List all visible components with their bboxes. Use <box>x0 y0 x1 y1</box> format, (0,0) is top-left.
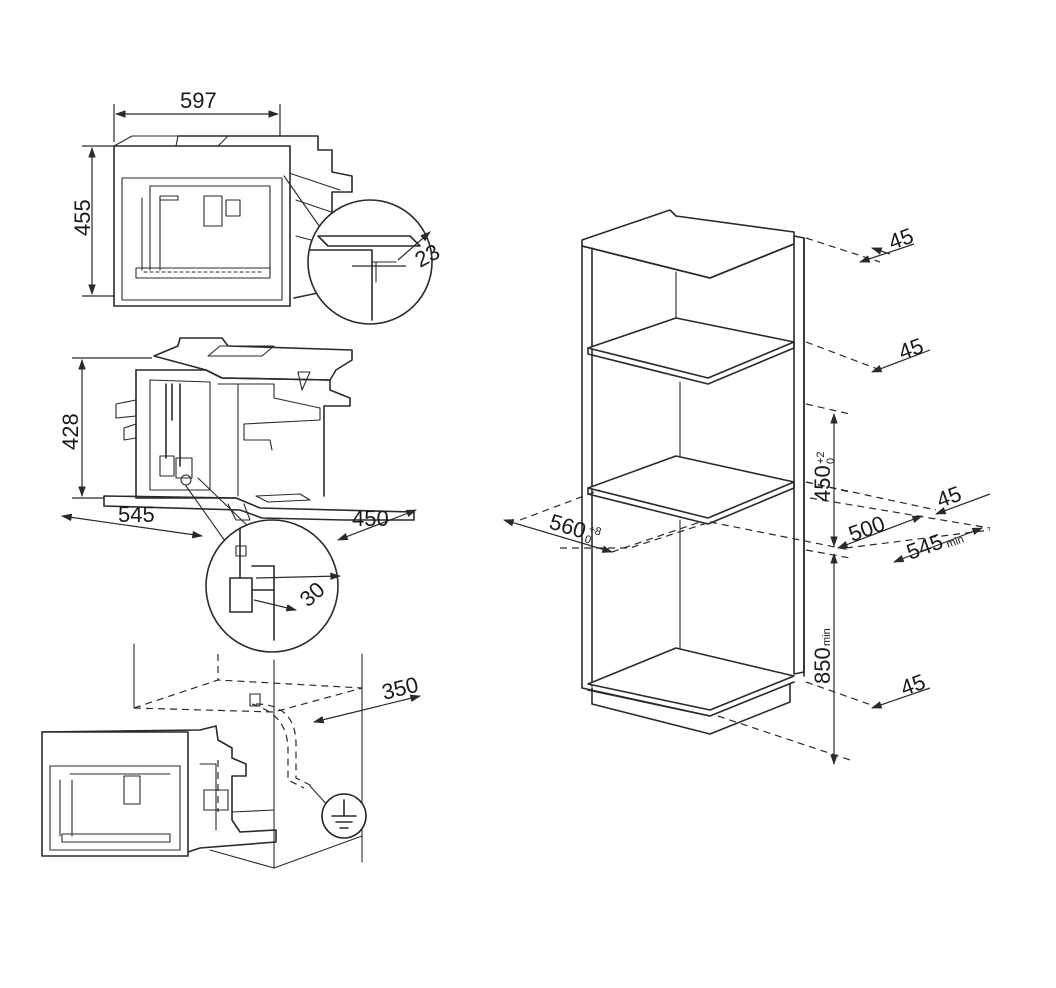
detail-circle-30 <box>185 477 342 653</box>
dimension-500 <box>836 515 924 549</box>
label-450-tol-upper: +2 <box>815 451 827 464</box>
dimension-455 <box>82 145 114 297</box>
dimension-560 <box>502 519 614 553</box>
label-545: 545 <box>118 502 155 527</box>
label-560-tol-upper: +8 <box>587 523 603 538</box>
dimension-545-min <box>892 527 984 563</box>
label-45-bottom: 45 <box>897 669 929 701</box>
dimension-450 <box>336 509 418 541</box>
dimension-350 <box>312 694 422 724</box>
dimension-45-upper <box>870 349 931 373</box>
dimension-45-top <box>858 243 915 263</box>
rear-view-machine <box>103 337 415 521</box>
label-545-min: 545 <box>903 529 946 565</box>
label-428: 428 <box>58 413 83 450</box>
cabinet-drawing <box>581 209 805 735</box>
label-560-tol-lower: 0 <box>583 533 592 546</box>
dimension-545 <box>60 513 204 539</box>
label-450-tol-lower: 0 <box>825 458 837 464</box>
label-45-upper: 45 <box>895 333 927 365</box>
label-450-niche: 450 <box>810 465 835 502</box>
label-350: 350 <box>379 672 421 705</box>
niche-installation-view <box>41 643 367 869</box>
label-500: 500 <box>845 511 888 547</box>
dimension-597 <box>113 104 281 142</box>
dimension-45-mid <box>934 493 991 515</box>
dimension-428 <box>72 357 152 499</box>
front-view-machine <box>113 135 353 307</box>
label-455: 455 <box>70 199 95 236</box>
label-45-top: 45 <box>885 223 917 255</box>
label-545-min-sub: min <box>945 533 966 550</box>
label-850-min: 850 <box>810 647 835 684</box>
detail-circle-23 <box>283 175 433 325</box>
label-45-mid: 45 <box>933 481 965 513</box>
label-850-min-sub: min <box>821 628 833 646</box>
label-450: 450 <box>352 506 389 531</box>
dimension-45-bottom <box>870 687 931 709</box>
label-597: 597 <box>180 88 217 113</box>
